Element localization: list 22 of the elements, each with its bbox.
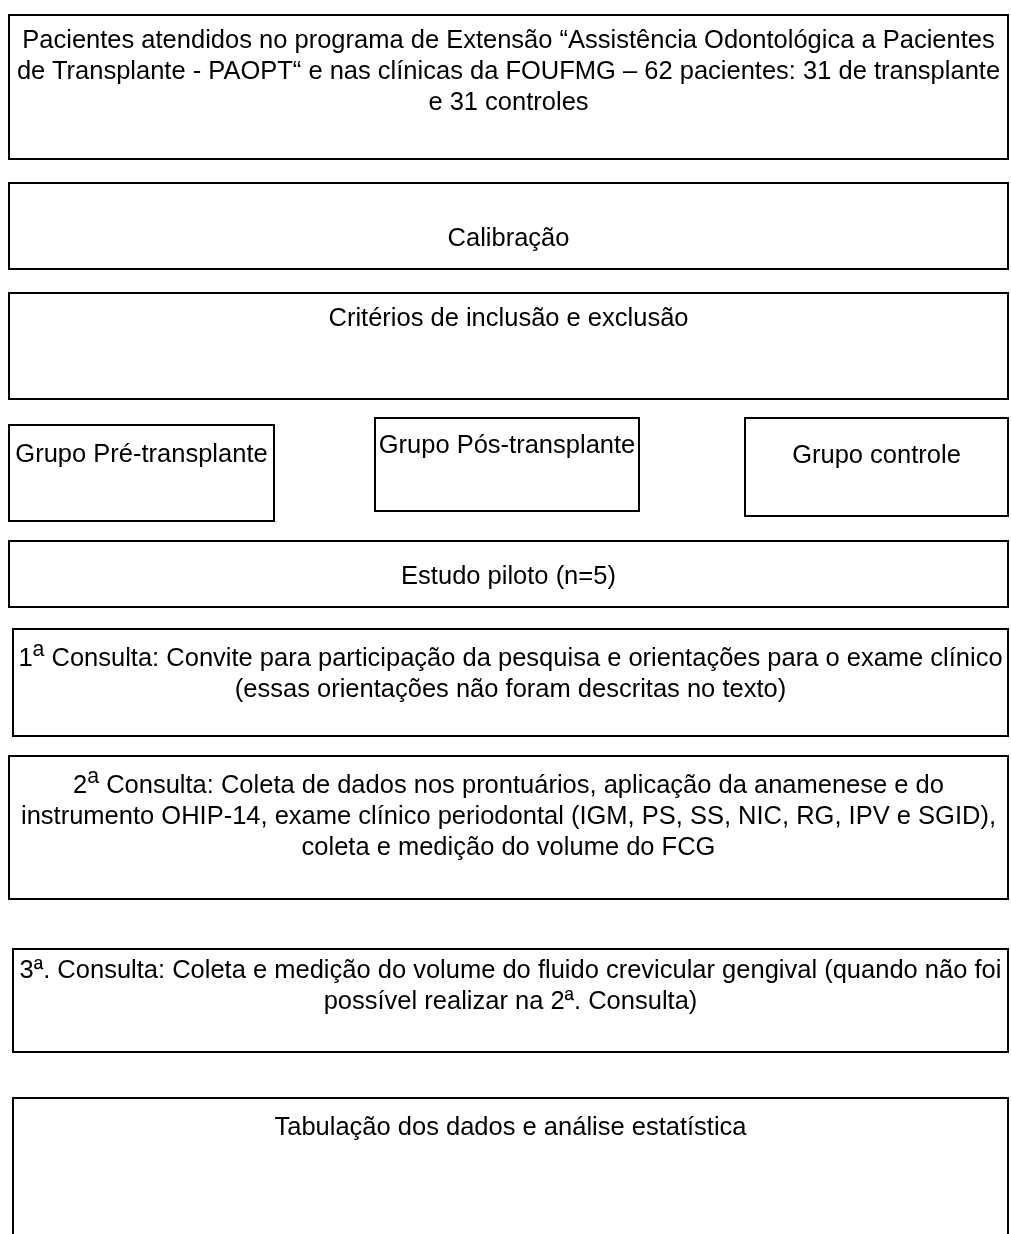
process-box <box>8 292 1009 400</box>
step-text: Grupo controle <box>791 439 962 470</box>
step-text: 1$^{a}$ Consulta: Convite para participação da pesquisa e orientações para o exame clínico (essas orientações não foram descritas no texto) <box>17 636 1004 704</box>
step-text: Grupo Pós-transplante <box>377 429 637 460</box>
process-box <box>744 417 1009 517</box>
step-text: Tabulação dos dados e análise estatística <box>273 1111 748 1142</box>
process-box <box>8 424 275 522</box>
process-box <box>8 14 1009 160</box>
step-text: Estudo piloto (n=5) <box>400 560 617 591</box>
process-box <box>8 540 1009 608</box>
process-box <box>12 948 1009 1053</box>
process-box <box>8 182 1009 270</box>
step-text: Grupo Pré-transplante <box>14 438 269 469</box>
step-text: 2$^{a}$ Consulta: Coleta de dados nos prontuários, aplicação da anamenese e do instrumento OHIP-14, exame clínico periodontal (IGM, PS, SS, NIC, RG, IPV e SGID), coleta e medição do volume do FCG <box>20 763 997 862</box>
process-box <box>12 628 1009 737</box>
step-text: Critérios de inclusão e exclusão <box>327 302 690 333</box>
step-text: Pacientes atendidos no programa de Extensão “Assistência Odontológica a Pacientes de Transplante - PAOPT“ e nas clínicas da FOUFMG – 62 pacientes: 31 de transplante e 31 controles <box>15 24 1002 117</box>
process-box <box>8 755 1009 900</box>
step-text: Calibração <box>446 222 571 253</box>
step-text: 3ª. Consulta: Coleta e medição do volume do fluido crevicular gengival (quando não foi possível realizar na 2ª. Consulta) <box>18 954 1003 1016</box>
process-box <box>374 417 640 512</box>
process-box <box>12 1097 1009 1234</box>
